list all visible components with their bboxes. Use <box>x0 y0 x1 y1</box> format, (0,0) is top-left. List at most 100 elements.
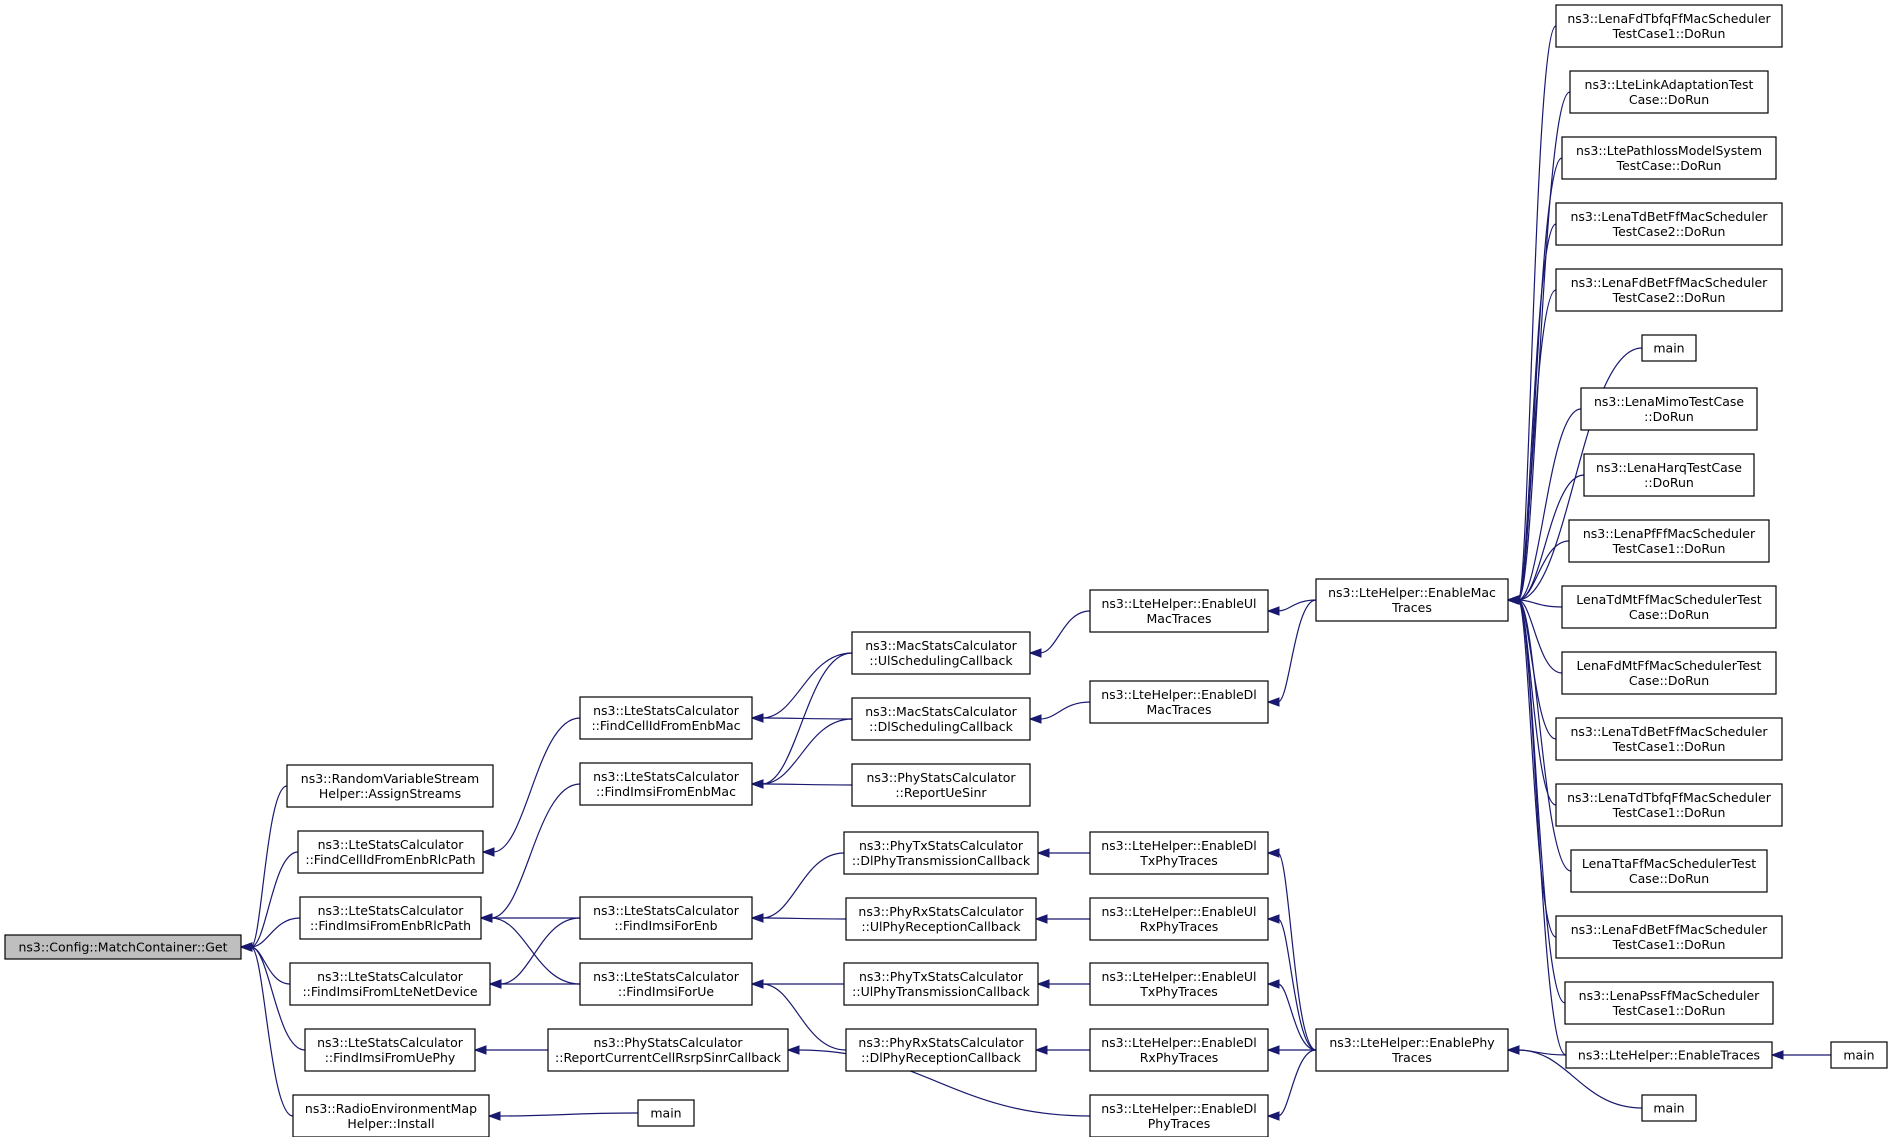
graph-node-fienb[interactable]: ns3::LteStatsCalculator::FindImsiForEnb <box>579 896 753 940</box>
node-box[interactable] <box>1089 1028 1269 1072</box>
graph-node-ulsched[interactable]: ns3::MacStatsCalculator::UlSchedulingCal… <box>851 631 1031 675</box>
node-box[interactable] <box>851 697 1031 741</box>
node-box[interactable] <box>843 962 1039 1006</box>
node-box[interactable] <box>1555 4 1783 48</box>
graph-node-t5[interactable]: ns3::LenaFdBetFfMacSchedulerTestCase2::D… <box>1555 268 1783 312</box>
graph-node-dlrxcb[interactable]: ns3::PhyRxStatsCalculator::DlPhyReceptio… <box>845 1028 1037 1072</box>
node-box[interactable] <box>579 696 753 740</box>
node-box[interactable] <box>1089 1094 1269 1137</box>
node-box[interactable] <box>1555 783 1783 827</box>
graph-node-fiuephy[interactable]: ns3::LteStatsCalculator::FindImsiFromUeP… <box>304 1028 476 1072</box>
graph-node-fierlc[interactable]: ns3::LteStatsCalculator::FindImsiFromEnb… <box>299 896 482 940</box>
node-box[interactable] <box>1568 519 1770 563</box>
node-box[interactable] <box>1580 387 1758 431</box>
graph-node-t9[interactable]: ns3::LenaPfFfMacSchedulerTestCase1::DoRu… <box>1568 519 1770 563</box>
node-box[interactable] <box>1555 915 1783 959</box>
graph-node-t1[interactable]: ns3::LenaFdTbfqFfMacSchedulerTestCase1::… <box>1555 4 1783 48</box>
graph-node-main2[interactable]: main <box>1641 1094 1697 1122</box>
node-box[interactable] <box>1089 589 1269 633</box>
node-box[interactable] <box>843 831 1039 875</box>
graph-node-rcrsrp[interactable]: ns3::PhyStatsCalculator::ReportCurrentCe… <box>547 1028 789 1072</box>
node-label-line: TestCase1::DoRun <box>1612 805 1726 820</box>
node-box[interactable] <box>1830 1041 1888 1069</box>
graph-node-ulrxcb[interactable]: ns3::PhyRxStatsCalculator::UlPhyReceptio… <box>845 897 1037 941</box>
node-box[interactable] <box>579 896 753 940</box>
node-box[interactable] <box>547 1028 789 1072</box>
graph-node-t12[interactable]: ns3::LenaTdBetFfMacSchedulerTestCase1::D… <box>1555 717 1783 761</box>
node-box[interactable] <box>1315 1028 1509 1072</box>
node-label-line: ::UlSchedulingCallback <box>869 653 1013 668</box>
node-box[interactable] <box>1089 680 1269 724</box>
node-box[interactable] <box>579 762 753 806</box>
node-box[interactable] <box>1561 585 1777 629</box>
node-box[interactable] <box>1315 578 1509 622</box>
node-box[interactable] <box>297 830 484 874</box>
node-box[interactable] <box>1089 897 1269 941</box>
graph-node-t6[interactable]: main <box>1641 334 1697 362</box>
graph-node-t4[interactable]: ns3::LenaTdBetFfMacSchedulerTestCase2::D… <box>1555 202 1783 246</box>
graph-node-t13[interactable]: ns3::LenaTdTbfqFfMacSchedulerTestCase1::… <box>1555 783 1783 827</box>
graph-node-filte[interactable]: ns3::LteStatsCalculator::FindImsiFromLte… <box>289 962 491 1006</box>
node-box[interactable] <box>304 1028 476 1072</box>
graph-node-rvs[interactable]: ns3::RandomVariableStreamHelper::AssignS… <box>286 764 494 808</box>
node-box[interactable] <box>845 897 1037 941</box>
node-box[interactable] <box>299 896 482 940</box>
graph-node-ultxcb[interactable]: ns3::PhyTxStatsCalculator::UlPhyTransmis… <box>843 962 1039 1006</box>
node-box[interactable] <box>1564 981 1774 1025</box>
node-box[interactable] <box>1555 268 1783 312</box>
node-box[interactable] <box>4 934 242 960</box>
graph-node-t7[interactable]: ns3::LenaMimoTestCase::DoRun <box>1580 387 1758 431</box>
graph-node-main1[interactable]: main <box>637 1099 695 1127</box>
node-box[interactable] <box>637 1099 695 1127</box>
node-box[interactable] <box>1555 717 1783 761</box>
graph-node-fiue[interactable]: ns3::LteStatsCalculator::FindImsiForUe <box>579 962 753 1006</box>
node-box[interactable] <box>845 1028 1037 1072</box>
node-box[interactable] <box>1583 453 1755 497</box>
node-box[interactable] <box>292 1094 490 1137</box>
graph-node-dlsched[interactable]: ns3::MacStatsCalculator::DlSchedulingCal… <box>851 697 1031 741</box>
node-box[interactable] <box>1569 70 1769 114</box>
graph-node-t16[interactable]: ns3::LenaPssFfMacSchedulerTestCase1::DoR… <box>1564 981 1774 1025</box>
arrowhead-icon <box>750 913 764 923</box>
graph-node-t15[interactable]: ns3::LenaFdBetFfMacSchedulerTestCase1::D… <box>1555 915 1783 959</box>
node-box[interactable] <box>1641 334 1697 362</box>
graph-node-repuesinr[interactable]: ns3::PhyStatsCalculator::ReportUeSinr <box>851 763 1031 807</box>
graph-node-fiemac[interactable]: ns3::LteStatsCalculator::FindImsiFromEnb… <box>579 762 753 806</box>
node-box[interactable] <box>1561 651 1777 695</box>
call-edge-t7-to-enmac <box>1517 408 1582 601</box>
graph-node-fcimac[interactable]: ns3::LteStatsCalculator::FindCellIdFromE… <box>579 696 753 740</box>
node-box[interactable] <box>1089 962 1269 1006</box>
node-box[interactable] <box>851 631 1031 675</box>
graph-node-entraces[interactable]: ns3::LteHelper::EnableTraces <box>1565 1041 1773 1069</box>
graph-node-t3[interactable]: ns3::LtePathlossModelSystemTestCase::DoR… <box>1561 136 1777 180</box>
node-box[interactable] <box>851 763 1031 807</box>
node-box[interactable] <box>289 962 491 1006</box>
node-box[interactable] <box>1641 1094 1697 1122</box>
graph-node-t8[interactable]: ns3::LenaHarqTestCase::DoRun <box>1583 453 1755 497</box>
graph-node-main3[interactable]: main <box>1830 1041 1888 1069</box>
node-box[interactable] <box>1089 831 1269 875</box>
node-box[interactable] <box>1565 1041 1773 1069</box>
node-box[interactable] <box>1555 202 1783 246</box>
graph-node-dltxcb[interactable]: ns3::PhyTxStatsCalculator::DlPhyTransmis… <box>843 831 1039 875</box>
node-box[interactable] <box>1561 136 1777 180</box>
graph-node-get[interactable]: ns3::Config::MatchContainer::Get <box>4 934 242 960</box>
node-box[interactable] <box>286 764 494 808</box>
node-box[interactable] <box>579 962 753 1006</box>
graph-node-fcirlc[interactable]: ns3::LteStatsCalculator::FindCellIdFromE… <box>297 830 484 874</box>
node-box[interactable] <box>1570 849 1768 893</box>
